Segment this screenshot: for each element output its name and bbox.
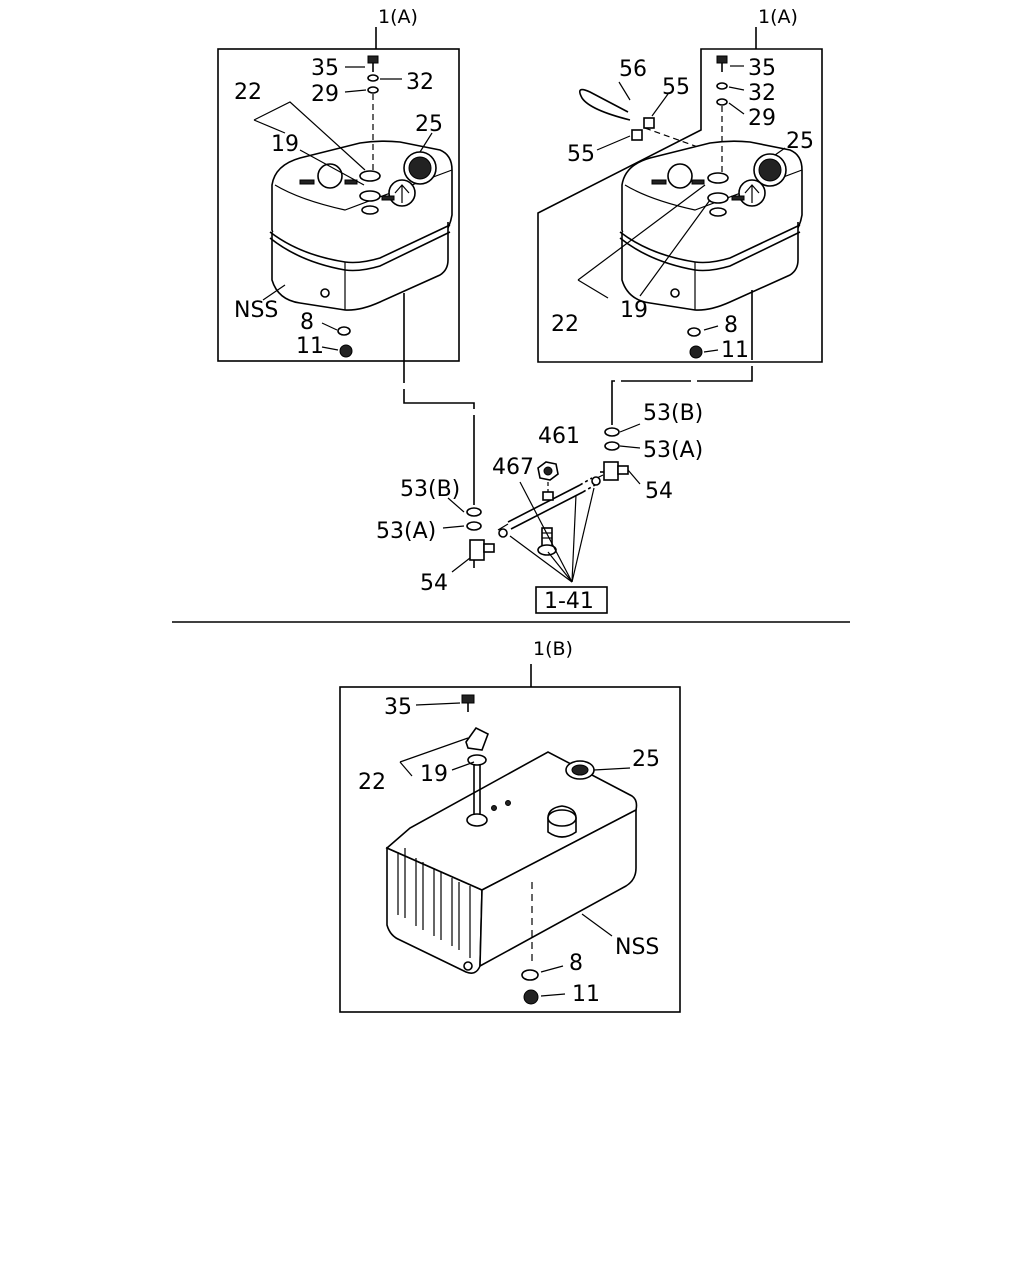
part-label-32: 32 — [406, 70, 434, 95]
part-label-19: 19 — [420, 762, 448, 787]
panel-top-right: 1(A) — [537, 6, 823, 363]
part-label-54: 54 — [645, 479, 673, 504]
bolt-icon — [367, 55, 379, 72]
washer-icon — [716, 82, 728, 90]
bolt-icon — [537, 527, 557, 556]
part-label-35: 35 — [748, 56, 776, 81]
part-label-22: 22 — [234, 80, 262, 105]
washer-icon — [367, 86, 379, 94]
washer-icon — [466, 521, 482, 531]
part-label-55: 55 — [662, 75, 690, 100]
part-label-19: 19 — [271, 132, 299, 157]
part-label-22: 22 — [358, 770, 386, 795]
gasket-icon — [521, 969, 539, 981]
bolt-icon — [461, 694, 475, 712]
clamp-icon — [631, 129, 643, 141]
washer-icon — [604, 427, 620, 437]
clamp-icon — [643, 117, 655, 129]
part-label-35: 35 — [311, 56, 339, 81]
part-label-29: 29 — [748, 106, 776, 131]
washer-icon — [604, 441, 620, 451]
hose-icon — [579, 88, 631, 121]
valve-icon — [600, 461, 629, 481]
valve-icon — [469, 539, 495, 568]
panel-bottom: 1(B) — [339, 638, 681, 1013]
part-label-29: 29 — [311, 82, 339, 107]
part-label-19: 19 — [620, 298, 648, 323]
gasket-icon — [687, 327, 701, 337]
panel-top-left: 1(A) — [217, 6, 460, 362]
part-label-11: 11 — [296, 334, 324, 359]
part-label-11: 11 — [721, 338, 749, 363]
drain-plug-icon — [339, 344, 353, 358]
gasket-icon — [337, 326, 351, 336]
part-label-54: 54 — [420, 571, 448, 596]
part-label-8: 8 — [724, 313, 738, 338]
callout-label: 1(A) — [378, 6, 418, 28]
fuel-tank-icon — [619, 140, 803, 311]
part-label-53b: 53(B) — [400, 477, 460, 502]
washer-icon — [466, 507, 482, 517]
part-label-8: 8 — [569, 951, 583, 976]
callout-label: 1(A) — [758, 6, 798, 28]
part-label-8: 8 — [300, 310, 314, 335]
bolt-icon — [716, 55, 728, 72]
part-label-55: 55 — [567, 142, 595, 167]
part-label-25: 25 — [632, 747, 660, 772]
part-label-467: 467 — [492, 455, 534, 480]
part-label-nss: NSS — [234, 298, 278, 323]
washer-icon — [716, 98, 728, 106]
washer-icon — [367, 74, 379, 82]
part-label-32: 32 — [748, 81, 776, 106]
drain-plug-icon — [523, 989, 539, 1005]
panel-frame-top-left — [217, 48, 460, 362]
drain-plug-icon — [689, 345, 703, 359]
reference-box — [535, 586, 608, 614]
nut-icon — [537, 461, 559, 481]
part-label-53a: 53(A) — [376, 519, 436, 544]
part-label-22: 22 — [551, 312, 579, 337]
part-label-nss: NSS — [615, 935, 659, 960]
part-label-25: 25 — [786, 129, 814, 154]
part-label-25: 25 — [415, 112, 443, 137]
callout-label: 1(B) — [533, 638, 573, 660]
reference-label: 1-41 — [544, 589, 594, 614]
part-label-11: 11 — [572, 982, 600, 1007]
fuel-tank-icon — [385, 726, 638, 974]
panel-frame-top-right — [537, 48, 823, 363]
part-label-56: 56 — [619, 57, 647, 82]
panel-frame-bottom — [339, 686, 681, 1013]
part-label-53a: 53(A) — [643, 438, 703, 463]
center-assembly: 1-41 53(B) 53(A) 54 461 467 53(B) 53(A) … — [376, 290, 753, 614]
part-label-461: 461 — [538, 424, 580, 449]
part-label-35: 35 — [384, 695, 412, 720]
part-label-53b: 53(B) — [643, 401, 703, 426]
